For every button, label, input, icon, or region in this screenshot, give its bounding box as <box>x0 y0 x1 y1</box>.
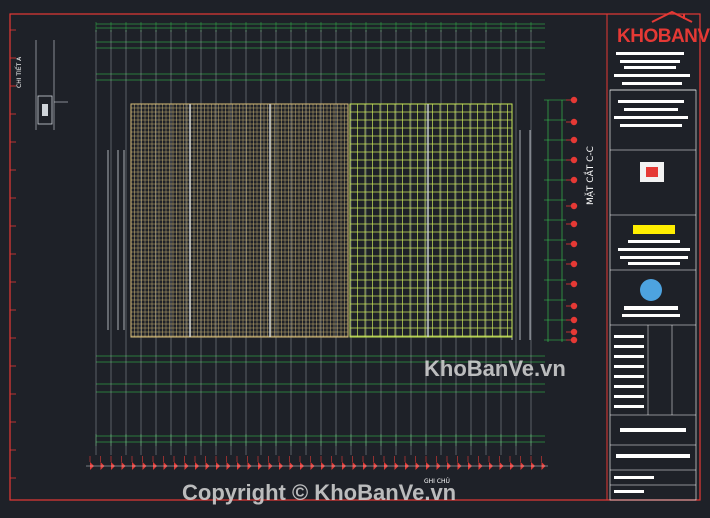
title-text-bar <box>622 82 682 85</box>
title-text-bar <box>622 314 680 317</box>
axis-marker <box>570 96 578 104</box>
title-text-bar <box>620 428 686 432</box>
title-text-bar <box>624 108 678 111</box>
detail-title: CHI TIẾT A <box>16 56 23 88</box>
axis-marker <box>570 260 578 268</box>
logo-text: KHOBANVE <box>617 26 710 47</box>
title-text-bar <box>614 490 644 493</box>
left-margin-ticks <box>10 29 16 479</box>
axis-marker <box>570 240 578 248</box>
title-text-bar <box>614 74 690 77</box>
logo-house-icon <box>651 10 693 23</box>
copyright-watermark: Copyright © KhoBanVe.vn <box>182 480 457 505</box>
title-text-bar <box>614 395 644 398</box>
title-text-bar <box>614 116 688 119</box>
axis-marker <box>570 118 578 126</box>
title-text-bar <box>614 405 644 408</box>
axis-marker <box>570 328 578 336</box>
title-text-bar <box>624 306 678 310</box>
note-label: GHI CHÚ <box>424 478 450 485</box>
title-text-bar <box>628 262 680 265</box>
axis-marker <box>570 280 578 288</box>
title-text-bar <box>618 248 690 251</box>
rebar-grid-wide <box>349 103 513 338</box>
client-logo-icon <box>640 279 662 301</box>
title-text-bar <box>620 60 680 63</box>
axis-marker <box>570 176 578 184</box>
title-text-bar <box>616 454 690 458</box>
title-text-bar <box>616 52 684 55</box>
title-block <box>609 52 697 501</box>
drawing-frame <box>9 13 701 501</box>
axis-marker <box>570 136 578 144</box>
title-text-bar <box>614 365 644 368</box>
section-title: MẶT CẮT C-C <box>586 146 596 205</box>
title-text-bar <box>614 355 644 358</box>
project-highlight-bar <box>633 225 675 234</box>
title-text-bar <box>614 476 654 479</box>
title-text-bar <box>620 124 682 127</box>
title-text-bar <box>614 345 644 348</box>
bottom-axis-markers <box>86 456 548 470</box>
title-text-bar <box>624 66 676 69</box>
title-text-bar <box>614 335 644 338</box>
title-text-bar <box>620 256 688 259</box>
rebar-grid-dense <box>130 103 349 338</box>
section-markers <box>566 96 578 344</box>
title-text-bar <box>614 375 644 378</box>
axis-marker <box>570 336 578 344</box>
title-text-bar <box>628 240 680 243</box>
axis-marker <box>570 156 578 164</box>
site-watermark: KhoBanVe.vn <box>424 356 566 381</box>
title-text-bar <box>614 385 644 388</box>
title-text-bar <box>618 100 684 103</box>
axis-marker <box>570 302 578 310</box>
right-dimension-chain <box>544 99 566 342</box>
company-logo-mark <box>646 167 658 177</box>
axis-marker <box>570 202 578 210</box>
axis-marker <box>570 316 578 324</box>
axis-marker <box>570 220 578 228</box>
detail-a-sketch <box>35 40 68 130</box>
